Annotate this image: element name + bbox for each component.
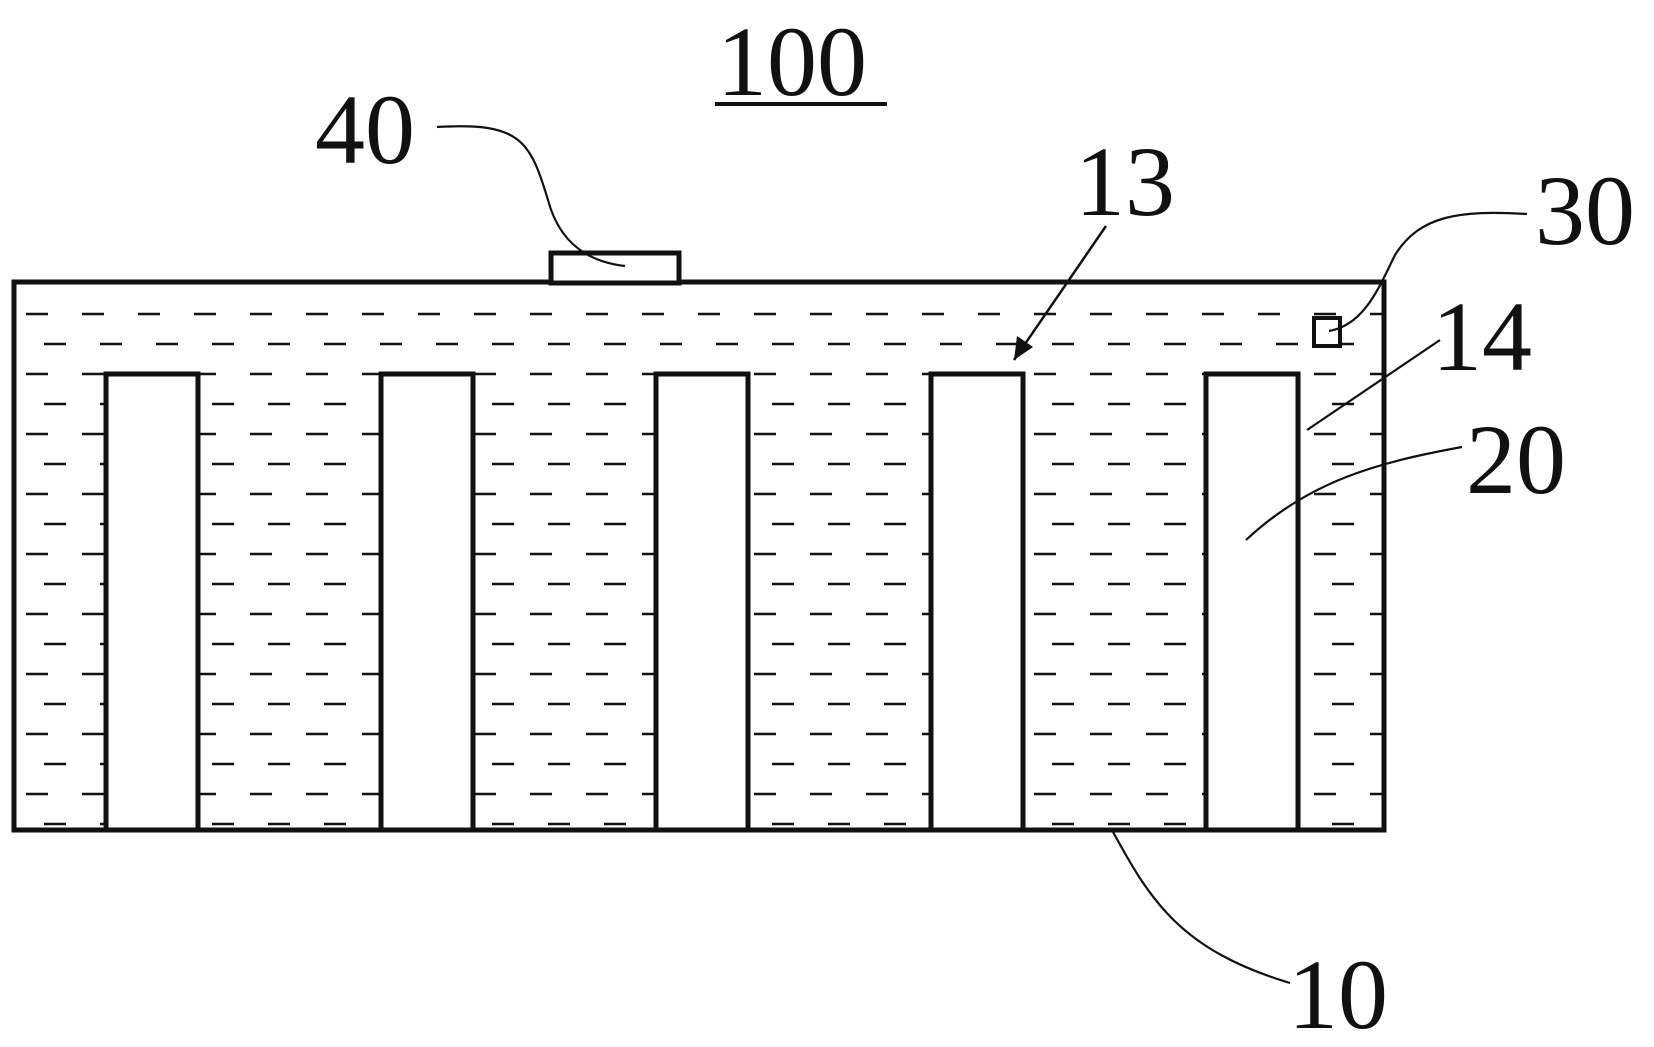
top-component [548, 250, 682, 286]
battery-cell [928, 371, 1026, 833]
label-14: 14 [1432, 281, 1532, 392]
battery-cell [378, 371, 476, 833]
figure-title: 100 [717, 6, 867, 117]
leader-line-14 [1306, 339, 1441, 431]
label-30: 30 [1535, 155, 1635, 266]
battery-cell [103, 371, 201, 833]
label-13: 13 [1075, 126, 1175, 237]
arrow-13-head [1014, 336, 1033, 360]
battery-cell [1203, 371, 1301, 833]
leader-line-30 [1328, 211, 1528, 333]
leader-line-40 [436, 125, 626, 268]
arrow-13-shaft [1012, 225, 1108, 361]
label-40: 40 [315, 74, 415, 185]
leader-line-20 [1245, 445, 1463, 541]
label-20: 20 [1466, 404, 1566, 515]
sensor-square [1312, 316, 1342, 348]
enclosure-outline [11, 279, 1387, 833]
battery-cell [653, 371, 751, 833]
battery-cells [103, 371, 1301, 833]
leader-line-10 [1111, 829, 1291, 985]
label-10: 10 [1288, 939, 1388, 1047]
